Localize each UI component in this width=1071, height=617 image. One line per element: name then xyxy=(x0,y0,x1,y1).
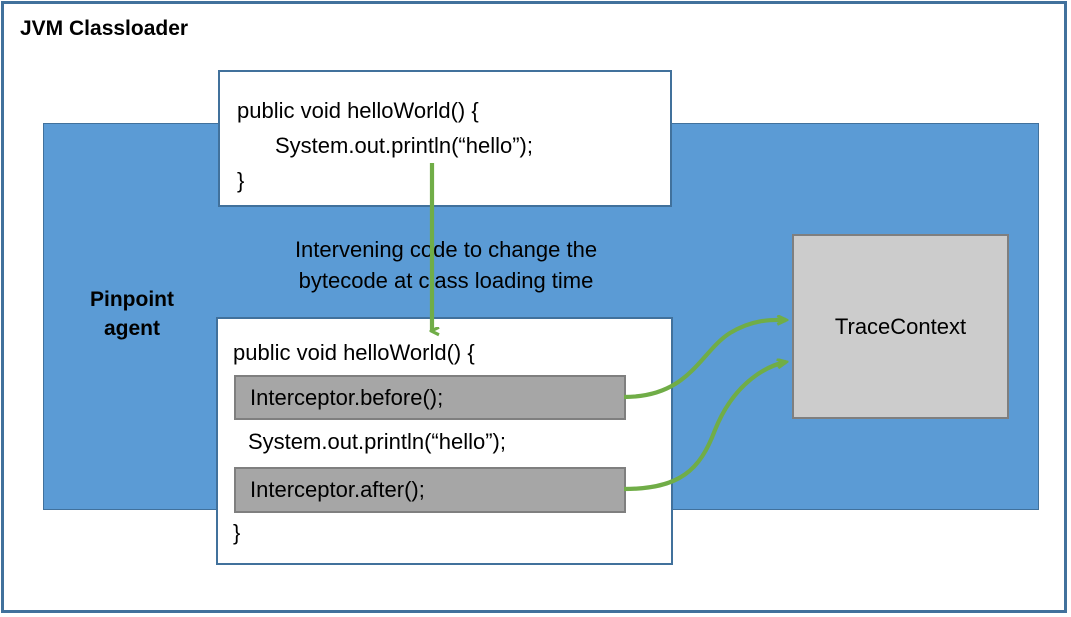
pinpoint-agent-label-line1: Pinpoint xyxy=(90,288,174,311)
original-code-line-signature: public void helloWorld() { xyxy=(237,98,479,123)
pinpoint-agent-label: Pinpoint agent xyxy=(62,285,202,343)
interceptor-before-highlight: Interceptor.before(); xyxy=(234,375,626,420)
original-code-line-body: System.out.println(“hello”); xyxy=(275,133,533,158)
interceptor-before-label: Interceptor.before(); xyxy=(250,384,444,410)
jvm-classloader-title: JVM Classloader xyxy=(20,17,189,40)
interceptor-after-label: Interceptor.after(); xyxy=(250,477,425,502)
trace-context-box: TraceContext xyxy=(792,234,1009,419)
original-code-box: public void helloWorld() { System.out.pr… xyxy=(218,70,672,207)
intervening-code-annotation-line1: Intervening code to change the xyxy=(294,237,598,262)
instrumented-code-line-close: } xyxy=(233,520,241,545)
intervening-code-annotation: Intervening code to change the bytecode … xyxy=(248,234,644,296)
pinpoint-agent-label-line2: agent xyxy=(103,317,160,340)
instrumented-code-box: public void helloWorld() { Interceptor.b… xyxy=(216,317,673,565)
intervening-code-annotation-line2: bytecode at class loading time xyxy=(298,268,594,293)
instrumented-code-line-signature: public void helloWorld() { xyxy=(233,340,475,365)
interceptor-after-highlight: Interceptor.after(); xyxy=(234,467,626,513)
instrumented-code-line-body: System.out.println(“hello”); xyxy=(248,429,506,454)
original-code-line-close: } xyxy=(237,168,245,193)
trace-context-label: TraceContext xyxy=(834,313,967,339)
